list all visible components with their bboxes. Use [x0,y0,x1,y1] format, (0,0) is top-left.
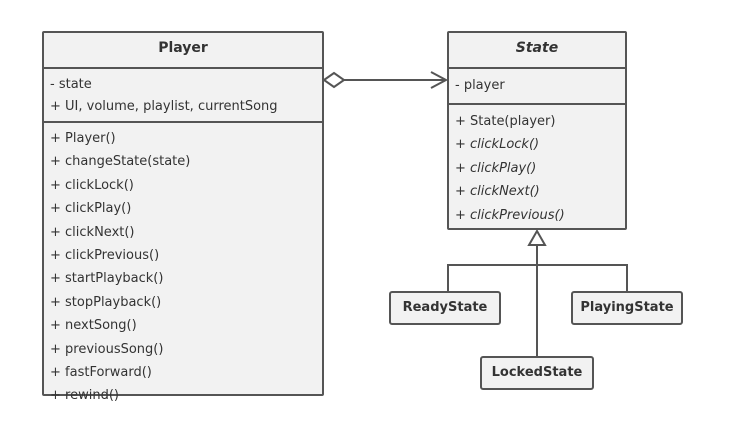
playing-state-class: PlayingState [571,291,683,325]
generalization-connector [447,228,628,356]
state-method: + clickPrevious() [455,207,565,223]
player-method: + previousSong() [50,341,164,357]
player-fields: - state + UI, volume, playlist, currentS… [44,67,322,121]
player-method: + clickPlay() [50,201,132,217]
player-method: + fastForward() [50,365,152,381]
generalization-triangle [527,228,547,246]
state-method: + clickLock() [455,137,540,153]
state-field: - player [455,78,505,93]
player-method: + nextSong() [50,318,137,334]
player-method: + rewind() [50,388,119,404]
ready-state-class: ReadyState [389,291,501,325]
aggregation-diamond [322,71,346,89]
state-class: State - player + State(player) + clickLo… [447,31,627,230]
player-method: + clickLock() [50,177,134,193]
player-method: + Player() [50,131,116,146]
state-class-name: State [515,40,559,56]
aggregation-arrowhead [430,71,449,89]
inheritance-branch-playing [537,264,628,291]
player-method: + changeState(state) [50,154,191,170]
player-method: + clickPrevious() [50,248,160,264]
player-field: - state [50,77,92,92]
player-method: + clickNext() [50,224,135,240]
state-method: + State(player) [455,114,556,129]
state-method: + clickPlay() [455,160,537,176]
player-method: + stopPlayback() [50,294,162,310]
player-methods: + Player() + changeState(state) + clickL… [44,121,322,412]
inheritance-branch-ready [447,264,537,291]
state-fields: - player [449,67,625,103]
locked-state-class: LockedState [480,356,594,390]
state-methods: + State(player) + clickLock() + clickPla… [449,103,625,231]
player-field: + UI, volume, playlist, currentSong [50,99,278,114]
aggregation-connector [322,71,449,89]
player-class-name: Player [158,40,208,56]
player-method: + startPlayback() [50,271,164,287]
player-class: Player - state + UI, volume, playlist, c… [42,31,324,403]
state-method: + clickNext() [455,184,540,200]
